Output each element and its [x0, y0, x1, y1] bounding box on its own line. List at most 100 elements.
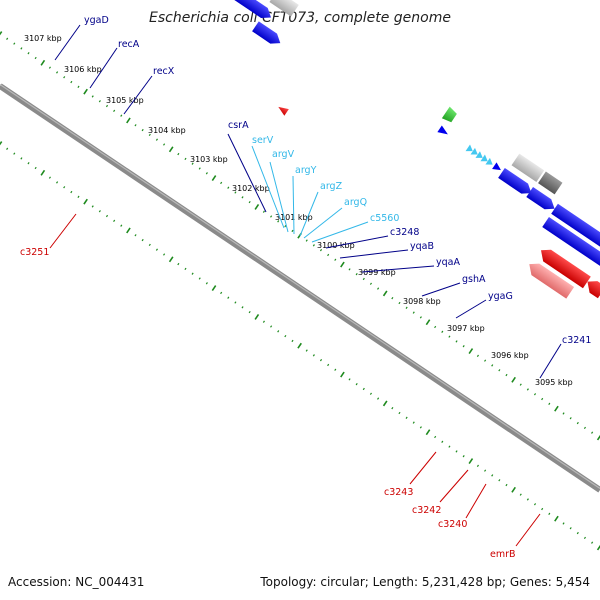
major-tick	[126, 227, 131, 234]
label-emrB[interactable]: emrB	[490, 549, 516, 560]
major-tick	[254, 313, 260, 320]
label-c5560[interactable]: c5560	[370, 213, 399, 224]
major-tick	[425, 319, 431, 326]
major-tick	[0, 31, 3, 36]
genome-backbone	[0, 83, 600, 493]
major-tick	[382, 400, 388, 407]
minor-tick	[548, 512, 551, 516]
label-argY[interactable]: argY	[295, 165, 317, 176]
minor-tick	[270, 325, 273, 328]
label-ygaG[interactable]: ygaG	[488, 291, 513, 302]
label-argQ[interactable]: argQ	[344, 197, 367, 208]
minor-tick	[148, 133, 151, 137]
minor-tick	[491, 364, 494, 367]
minor-tick	[277, 330, 280, 333]
minor-tick	[205, 172, 208, 175]
map-title: Escherichia coli CFT073, complete genome	[149, 10, 451, 26]
label-c3240[interactable]: c3240	[438, 519, 467, 530]
minor-tick	[177, 152, 180, 156]
gene-yqaA[interactable]	[538, 171, 563, 195]
gene-forward-6[interactable]	[526, 186, 558, 214]
minor-tick	[391, 407, 394, 410]
gene-forward-7[interactable]	[542, 217, 600, 271]
gene-c5560[interactable]	[437, 125, 450, 137]
label-c3242[interactable]: c3242	[412, 505, 441, 516]
label-yqaA[interactable]: yqaA	[436, 257, 460, 268]
label-ygaD[interactable]: ygaD	[84, 15, 109, 26]
label-recA[interactable]: recA	[118, 39, 140, 50]
minor-tick	[448, 335, 451, 338]
major-tick	[83, 198, 88, 205]
kbp-tick-ring-outer	[0, 31, 600, 441]
minor-tick	[583, 426, 587, 430]
rna-argZ[interactable]	[480, 154, 489, 165]
label-argV[interactable]: argV	[272, 149, 295, 160]
gene-c3240[interactable]	[583, 277, 600, 299]
rna-argV[interactable]	[470, 147, 480, 158]
label-yqaB[interactable]: yqaB	[410, 241, 434, 252]
gene-recX[interactable]	[269, 0, 299, 17]
label-c3251[interactable]: c3251	[20, 247, 49, 258]
label-csrA[interactable]: csrA	[228, 120, 249, 131]
minor-tick	[541, 397, 544, 401]
minor-tick	[398, 301, 401, 305]
label-recX[interactable]: recX	[153, 66, 175, 77]
label-c3248[interactable]: c3248	[390, 227, 419, 238]
minor-tick	[98, 100, 101, 103]
minor-tick	[305, 239, 308, 242]
minor-tick	[419, 426, 422, 429]
major-tick	[468, 348, 474, 354]
label-c3241[interactable]: c3241	[562, 335, 591, 346]
gene-c3251[interactable]	[276, 104, 289, 116]
minor-tick	[77, 85, 80, 89]
gene-forward-3[interactable]	[214, 0, 275, 22]
minor-tick	[348, 268, 351, 271]
minor-tick	[77, 195, 80, 199]
rna-argQ[interactable]	[485, 157, 494, 168]
minor-tick	[120, 224, 123, 227]
minor-tick	[405, 306, 408, 309]
gene-gshA[interactable]	[551, 203, 600, 256]
major-tick	[340, 261, 345, 268]
minor-tick	[27, 52, 30, 55]
kbp-label: 3096 kbp	[491, 351, 529, 360]
minor-tick	[441, 330, 444, 333]
gene-forward-5[interactable]	[498, 167, 535, 198]
kbp-label: 3102 kbp	[232, 184, 270, 193]
minor-tick	[198, 167, 201, 170]
minor-tick	[262, 210, 265, 213]
minor-tick	[13, 152, 16, 155]
gene-c3242[interactable]	[525, 259, 575, 299]
minor-tick	[562, 522, 565, 525]
minor-tick	[56, 181, 59, 184]
minor-tick	[20, 47, 23, 50]
rna-argY[interactable]	[475, 151, 485, 161]
minor-tick	[455, 340, 458, 343]
rna-serV[interactable]	[465, 144, 475, 154]
kbp-label: 3105 kbp	[106, 96, 144, 105]
minor-tick	[141, 238, 144, 242]
label-serV[interactable]: serV	[252, 135, 274, 146]
minor-tick	[270, 215, 273, 218]
minor-tick	[441, 440, 444, 443]
gene-forward-4[interactable]	[252, 21, 284, 48]
minor-tick	[476, 354, 480, 357]
minor-tick	[113, 219, 116, 223]
minor-tick	[377, 287, 380, 290]
major-tick	[254, 203, 260, 210]
minor-tick	[591, 541, 594, 544]
minor-tick	[305, 349, 308, 352]
gene-c3243[interactable]	[537, 245, 591, 289]
label-gshA[interactable]: gshA	[462, 274, 486, 285]
label-argZ[interactable]: argZ	[320, 181, 343, 192]
minor-tick	[484, 359, 487, 362]
major-tick	[211, 285, 217, 292]
minor-tick	[220, 181, 223, 185]
gene-c3248[interactable]	[492, 162, 503, 173]
minor-tick	[34, 56, 37, 60]
label-c3243[interactable]: c3243	[384, 487, 413, 498]
kbp-label: 3104 kbp	[148, 126, 186, 135]
minor-tick	[184, 157, 187, 161]
gene-yqaB[interactable]	[511, 153, 545, 183]
gene-csrA[interactable]	[441, 106, 458, 124]
